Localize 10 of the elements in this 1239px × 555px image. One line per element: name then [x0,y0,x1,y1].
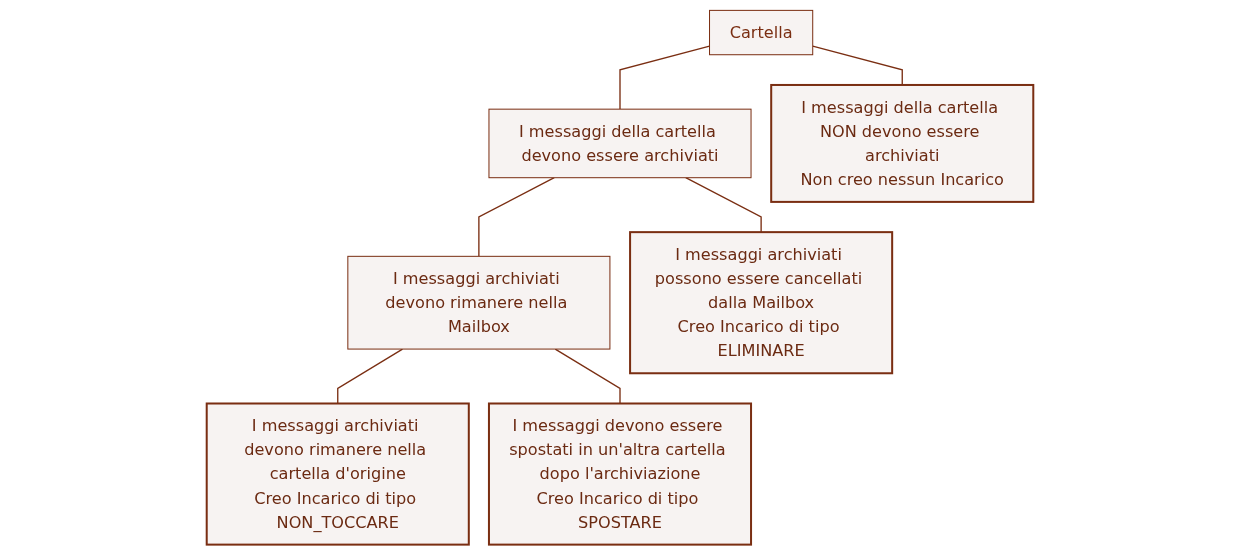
node-box: I messaggi archiviati devono rimanere nella Mailbox [346,255,610,350]
node-box: I messaggi archiviati devono rimanere nella cartella d'origine Creo Incarico di tipo NON_TOCCARE [205,402,470,546]
connector [684,177,762,233]
node-box: I messaggi della cartella devono essere archiviati [487,108,752,179]
connector [477,177,555,257]
node-box: I messaggi archiviati possono essere cancellati dalla Mailbox Creo Incarico di tipo ELIMINARE [628,231,893,375]
node-box: I messaggi della cartella NON devono essere archiviati Non creo nessun Incarico [769,83,1034,203]
node-box: Cartella [708,9,813,56]
node-box: I messaggi devono essere spostati in un'altra cartella dopo l'archiviazione Creo Incarico di tipo SPOSTARE [487,402,752,546]
connector [618,45,710,110]
